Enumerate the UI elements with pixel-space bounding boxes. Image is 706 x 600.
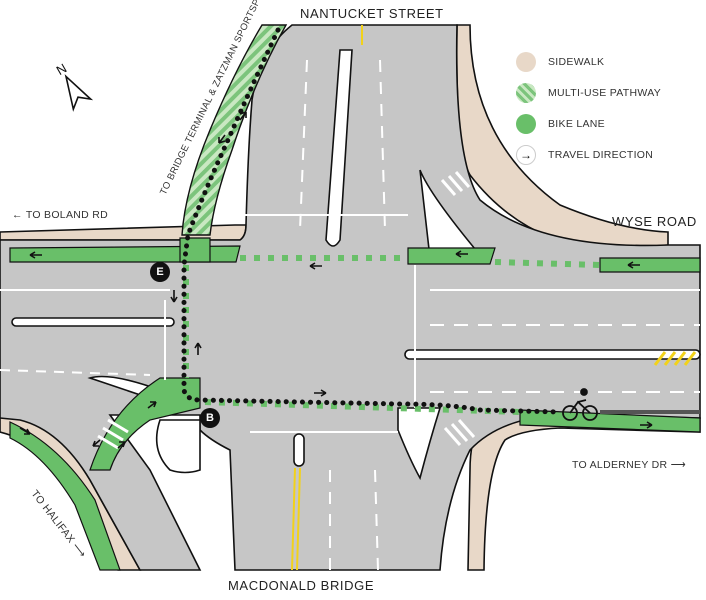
direction-west-label: ← TO BOLAND RD bbox=[12, 209, 108, 221]
legend-label: SIDEWALK bbox=[548, 55, 605, 68]
map-legend: SIDEWALK MULTI-USE PATHWAY BIKE LANE → T… bbox=[516, 46, 661, 170]
legend-label: BIKE LANE bbox=[548, 117, 605, 130]
street-east-label: WYSE ROAD bbox=[612, 214, 697, 229]
legend-item-travel-direction: → TRAVEL DIRECTION bbox=[516, 139, 661, 170]
legend-label: TRAVEL DIRECTION bbox=[548, 148, 654, 161]
legend-item-bike-lane: BIKE LANE bbox=[516, 108, 661, 139]
road-surface bbox=[0, 24, 701, 571]
multi-use-pathway bbox=[181, 24, 288, 236]
arrow-right-icon: → bbox=[516, 144, 536, 165]
bike-lane-swatch-icon bbox=[516, 113, 536, 134]
sidewalk-swatch-icon bbox=[516, 51, 536, 72]
cyclist-icon bbox=[562, 388, 598, 421]
crosswalk-stripes bbox=[97, 171, 476, 450]
legend-item-multi-use-pathway: MULTI-USE PATHWAY bbox=[516, 77, 661, 108]
yellow-centre-lines bbox=[291, 25, 363, 571]
legend-item-sidewalk: SIDEWALK bbox=[516, 46, 661, 77]
pathway-swatch-icon bbox=[516, 82, 536, 103]
svg-text:N: N bbox=[54, 60, 70, 78]
travel-arrows bbox=[19, 111, 653, 449]
street-north-label: NANTUCKET STREET bbox=[300, 6, 444, 21]
marker-b: B bbox=[200, 408, 220, 428]
direction-east-label: TO ALDERNEY DR ⟶ bbox=[572, 459, 686, 471]
route-path bbox=[181, 27, 563, 415]
legend-label: MULTI-USE PATHWAY bbox=[548, 86, 662, 99]
north-arrow-icon: N bbox=[54, 60, 94, 112]
bike-crossing-dashes bbox=[183, 255, 601, 415]
traffic-islands bbox=[11, 49, 701, 481]
marker-e: E bbox=[150, 262, 170, 282]
lane-markings bbox=[0, 59, 700, 571]
yellow-hatch bbox=[653, 351, 697, 366]
street-south-label: MACDONALD BRIDGE bbox=[228, 578, 375, 593]
